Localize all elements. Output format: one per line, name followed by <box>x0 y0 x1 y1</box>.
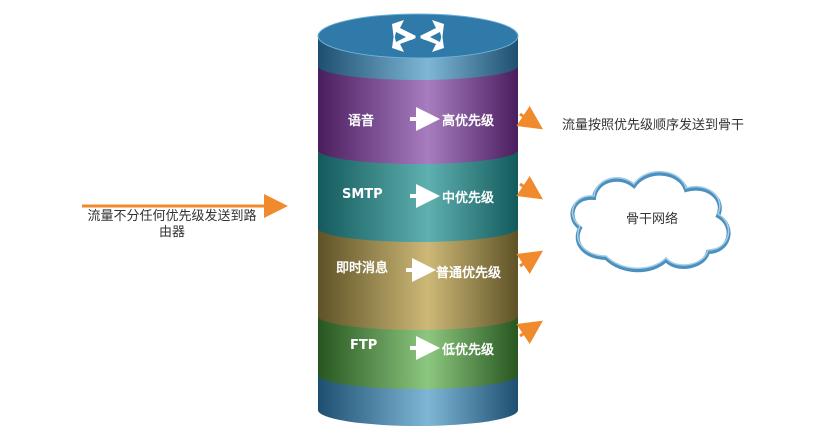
queue-name-ftp: FTP <box>350 338 378 353</box>
output-arrow-4 <box>516 320 543 344</box>
output-arrow-1 <box>516 106 543 130</box>
output-arrow-2 <box>516 176 543 200</box>
queue-priority-ftp: 低优先级 <box>442 343 495 358</box>
band-im <box>318 228 518 330</box>
router-arrows-icon <box>392 20 444 52</box>
queue-priority-im: 普通优先级 <box>436 266 502 281</box>
cloud-label: 骨干网络 <box>625 212 678 227</box>
input-note: 流量不分任何优先级发送到路由器 <box>87 209 257 240</box>
output-arrow-3 <box>516 250 543 274</box>
queue-name-im: 即时消息 <box>336 261 389 276</box>
output-note: 流量按照优先级顺序发送到骨干 <box>561 118 744 133</box>
queue-priority-voice: 高优先级 <box>442 114 495 129</box>
queue-name-voice: 语音 <box>348 114 375 129</box>
cylinder-top <box>317 13 519 80</box>
queue-priority-smtp: 中优先级 <box>442 191 495 206</box>
cloud-icon <box>570 170 731 273</box>
queue-name-smtp: SMTP <box>342 187 383 202</box>
